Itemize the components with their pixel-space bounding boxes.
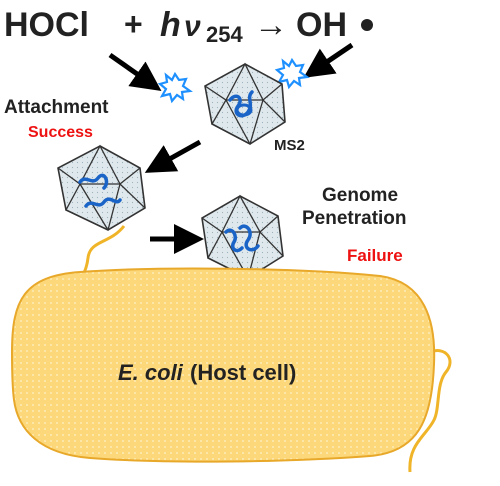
radical-spark-icon (157, 71, 193, 104)
rna-genome-icon (228, 90, 254, 118)
virus-label: MS2 (274, 137, 305, 154)
penetration-label: Penetration (302, 208, 407, 229)
ms2-capsid-icon (204, 62, 286, 145)
product-oh: OH (296, 6, 347, 44)
arrow-hocl-to-spark (108, 52, 162, 92)
frequency-nu: ν (184, 10, 201, 43)
reaction-arrow: → (254, 6, 288, 44)
radical-dot-icon (361, 19, 373, 31)
rna-genome-icon (224, 228, 244, 253)
planck-h: h (160, 6, 181, 44)
genome-label: Genome (322, 185, 398, 206)
arrow-oh-to-spark (303, 42, 354, 78)
reactant-hocl: HOCl (4, 6, 89, 44)
rna-genome-icon (84, 197, 122, 208)
ms2-capsid-icon (201, 194, 284, 279)
attachment-label: Attachment (4, 97, 109, 118)
host-desc-label: (Host cell) (190, 360, 296, 385)
host-cell (10, 267, 436, 463)
plus-sign: + (124, 6, 143, 42)
success-status: Success (28, 124, 93, 141)
failure-status: Failure (347, 246, 403, 265)
rna-genome-icon (238, 224, 260, 252)
rna-genome-icon (78, 173, 109, 190)
wavelength-subscript: 254 (206, 22, 243, 47)
flagellum-icon (408, 349, 452, 473)
arrow-capsid-to-attachment (144, 139, 202, 173)
host-species-label: E. coli (118, 360, 184, 385)
ms2-capsid-icon (57, 144, 146, 231)
radical-spark-icon (274, 57, 310, 90)
